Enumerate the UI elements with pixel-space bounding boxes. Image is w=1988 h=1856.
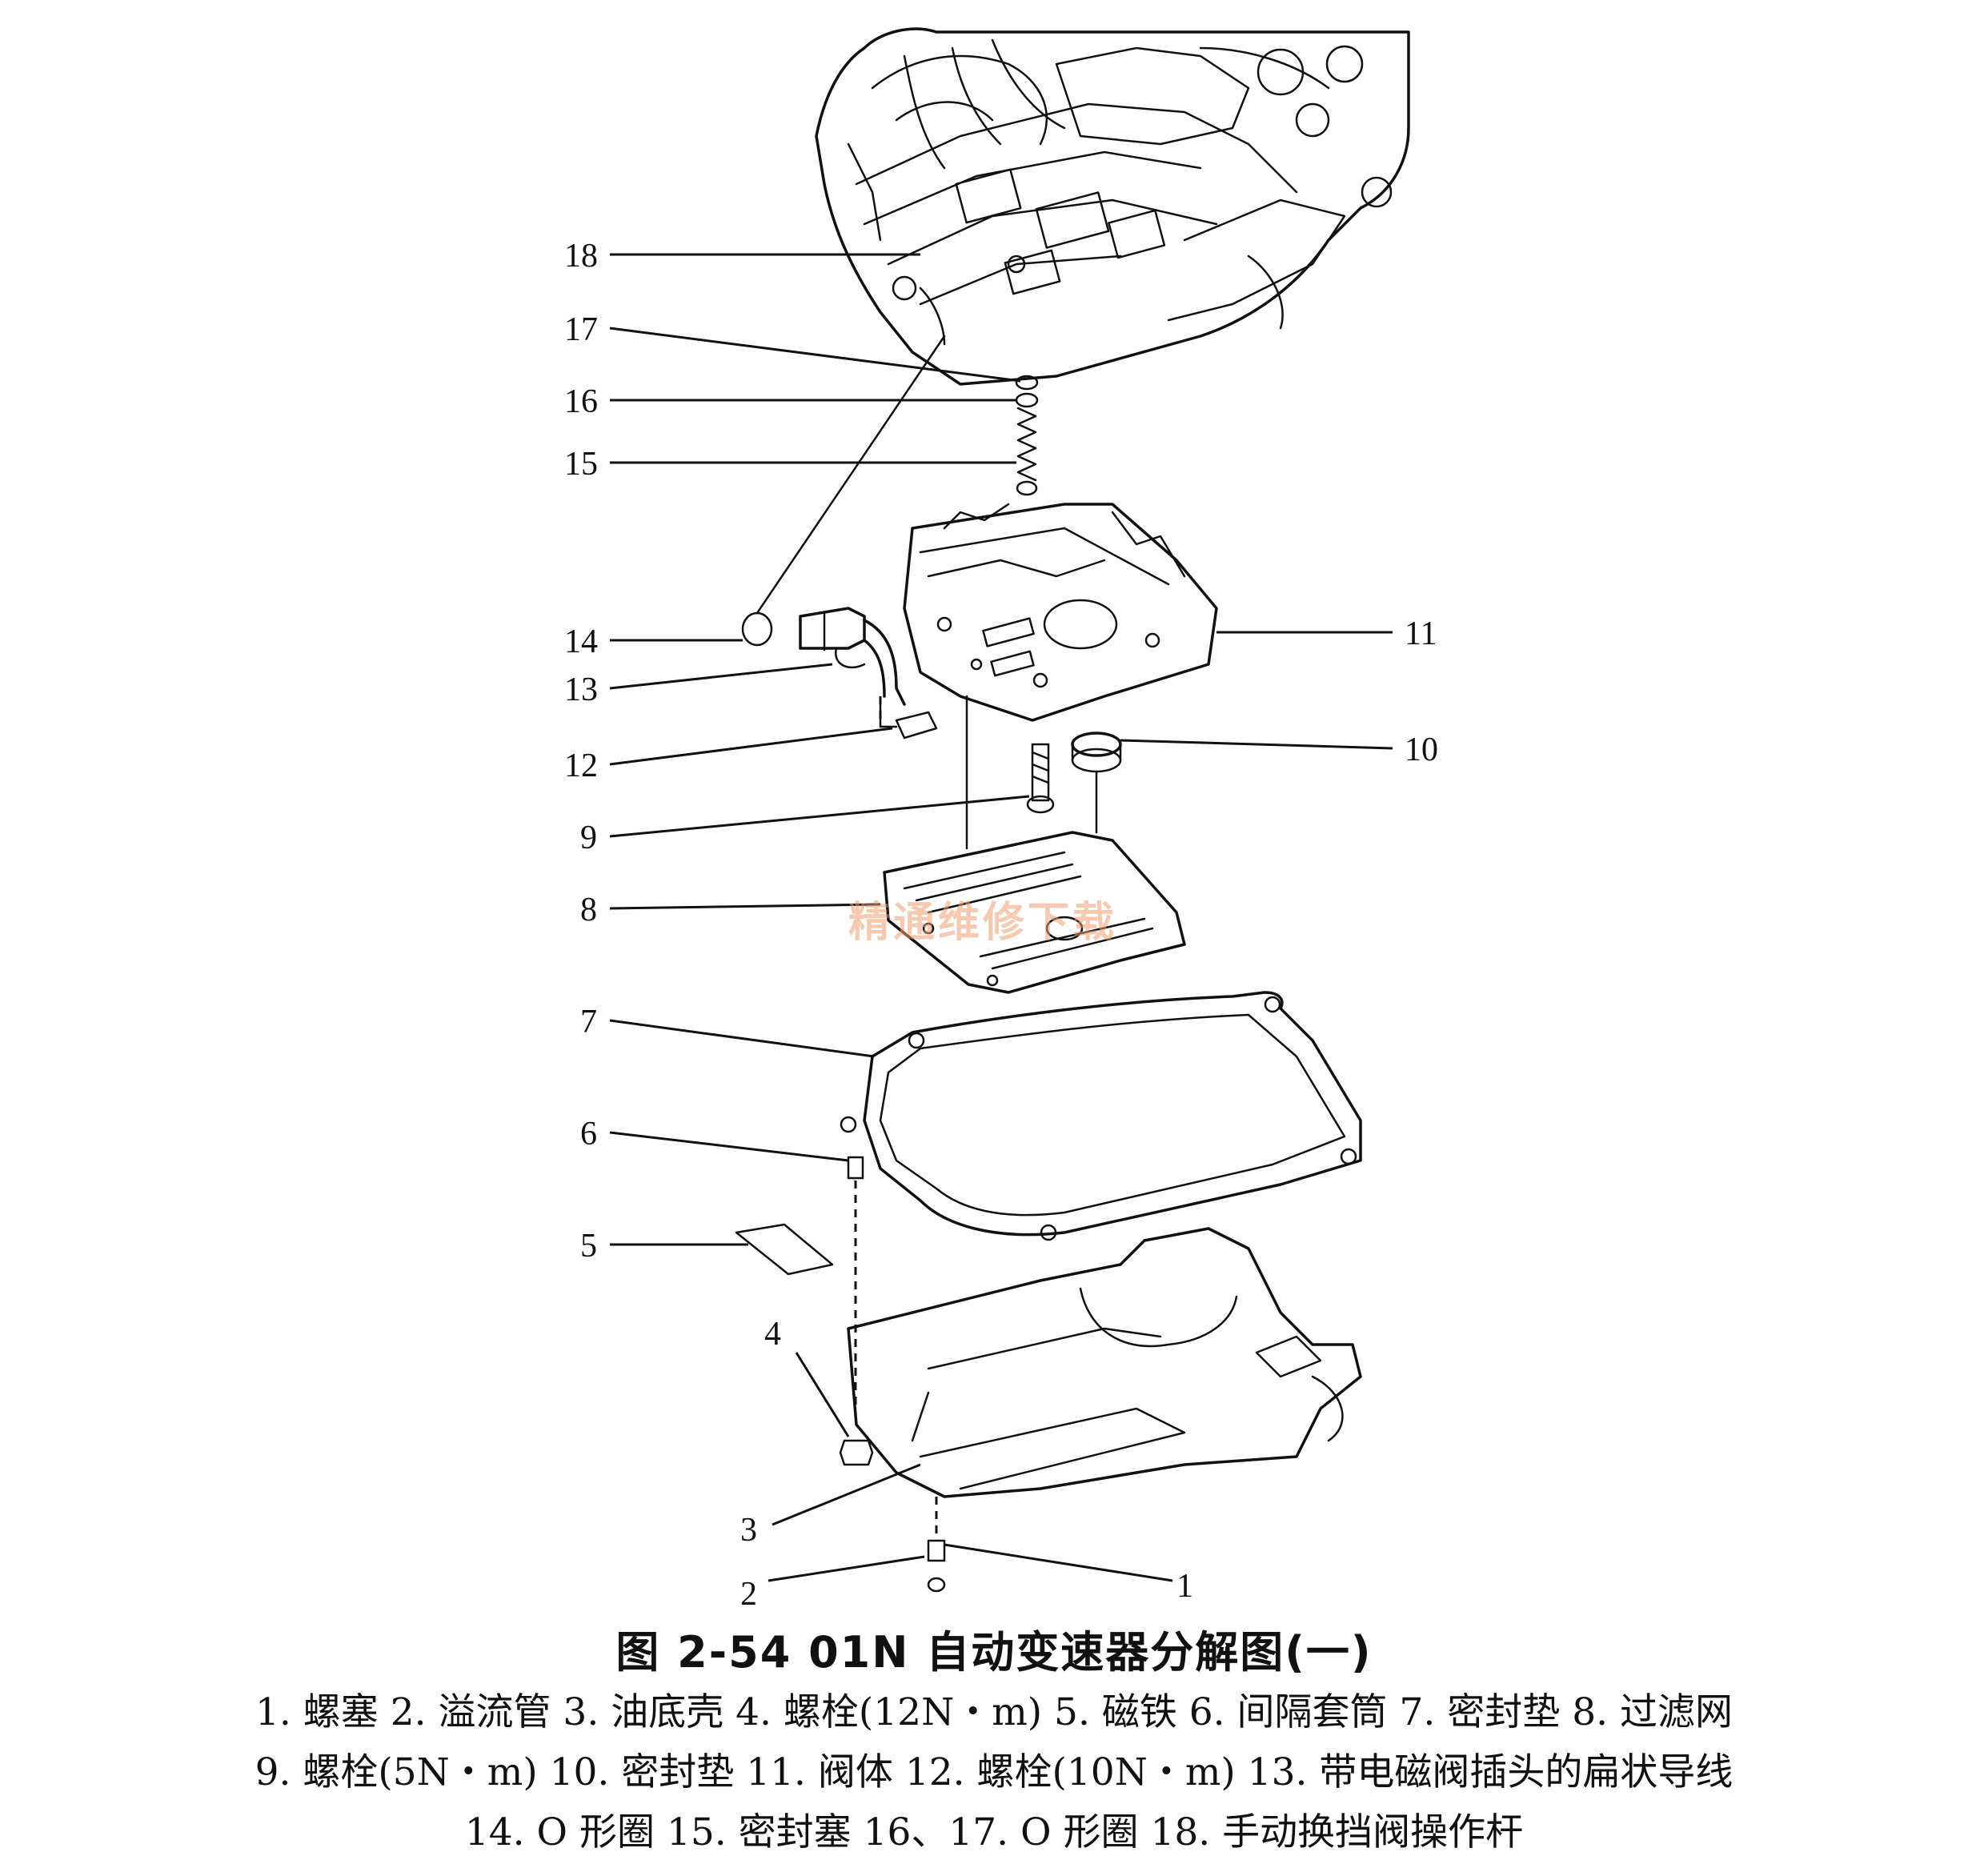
magnet-5 [735,1223,834,1276]
callout-16: 16 [564,383,598,420]
callout-14: 14 [564,623,598,660]
watermark: 精通维修下载 [848,899,1118,947]
legend-line-1: 1. 螺塞 2. 溢流管 3. 油底壳 4. 螺栓(12N・m) 5. 磁铁 6… [255,1690,1733,1734]
callout-1: 1 [1176,1568,1193,1605]
bolt-4 [839,1439,874,1466]
callout-numbers: 18 17 16 15 14 13 12 9 8 7 6 5 4 3 2 1 1… [564,238,1438,1613]
bolt-12 [879,703,938,740]
callout-18: 18 [564,238,598,275]
callout-10: 10 [1405,732,1438,768]
callout-3: 3 [740,1512,757,1549]
callout-8: 8 [580,892,597,928]
callout-6: 6 [580,1116,597,1152]
leader-lines [609,253,1393,1582]
callout-11: 11 [1405,615,1437,652]
callout-2: 2 [740,1576,757,1613]
callout-5: 5 [580,1228,597,1265]
figure-caption: 图 2-54 01N 自动变速器分解图(一) [615,1627,1373,1678]
callout-12: 12 [564,748,598,784]
gasket-ring-10 [1071,732,1122,773]
callout-15: 15 [564,446,598,483]
oil-filter [883,831,1186,994]
legend-line-3: 14. O 形圈 15. 密封塞 16、17. O 形圈 18. 手动换挡阀操作… [464,1810,1524,1854]
exploded-view-diagram: 18 17 16 15 14 13 12 9 8 7 6 5 4 3 2 1 1… [564,27,1438,1613]
valve-body [903,503,1218,722]
pan-gasket [840,991,1362,1241]
wiring-harness [741,335,946,706]
oil-pan [847,1227,1362,1498]
transmission-housing [815,27,1410,386]
callout-17: 17 [564,311,598,348]
legend-line-2: 9. 螺栓(5N・m) 10. 密封垫 11. 阀体 12. 螺栓(10N・m)… [255,1750,1733,1794]
o-rings-and-plug [1015,375,1039,496]
callout-9: 9 [580,820,597,856]
callout-13: 13 [564,671,598,708]
callout-7: 7 [580,1004,597,1040]
drain-plug-1 [927,1497,946,1593]
spacer-sleeve-6 [847,1156,864,1409]
bolt-9 [1026,743,1055,814]
callout-4: 4 [764,1316,781,1353]
